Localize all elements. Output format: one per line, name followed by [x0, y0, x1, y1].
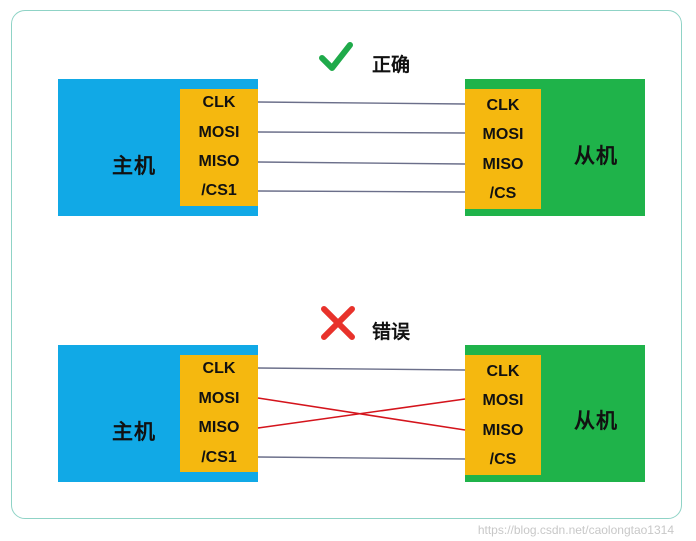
pin-label: MOSI [482, 126, 524, 143]
wrong-heading: 错误 [372, 321, 411, 343]
wire-cs-wrong [257, 456, 466, 460]
master-pins-wrong [180, 355, 258, 472]
cross-icon [321, 306, 355, 340]
pin-label: MISO [482, 156, 524, 173]
pin-label: /CS [489, 451, 517, 468]
wire-clk-wrong [257, 367, 466, 371]
wire-cs-correct [257, 190, 466, 193]
pin-label: MISO [482, 422, 524, 439]
slave-pins-wrong [465, 355, 541, 475]
pin-label: CLK [202, 360, 236, 377]
slave-label-wrong: 从机 [574, 409, 618, 433]
pin-label: MOSI [482, 392, 524, 409]
pin-label: MOSI [198, 390, 240, 407]
check-icon [319, 42, 353, 71]
pin-label: CLK [486, 97, 520, 114]
slave-label-correct: 从机 [574, 144, 618, 168]
pin-label: /CS [489, 185, 517, 202]
wire-clk-correct [257, 101, 466, 105]
diagram-frame [11, 10, 682, 519]
master-label-correct: 主机 [112, 154, 156, 178]
master-pins-correct [180, 89, 258, 206]
pin-label: MOSI [198, 124, 240, 141]
pin-label: /CS1 [201, 449, 237, 466]
watermark-url: https://blog.csdn.net/caolongtao1314 [477, 523, 674, 537]
master-label-wrong: 主机 [112, 420, 156, 444]
wire-miso-crossed [257, 398, 466, 429]
wire-mosi-correct [257, 131, 466, 134]
pin-label: /CS1 [201, 182, 237, 199]
pin-label: MISO [198, 419, 240, 436]
pin-label: MISO [198, 153, 240, 170]
pin-label: CLK [202, 94, 236, 111]
wire-miso-correct [257, 161, 466, 165]
correct-heading: 正确 [372, 54, 411, 76]
pin-label: CLK [486, 363, 520, 380]
slave-pins-correct [465, 89, 541, 209]
